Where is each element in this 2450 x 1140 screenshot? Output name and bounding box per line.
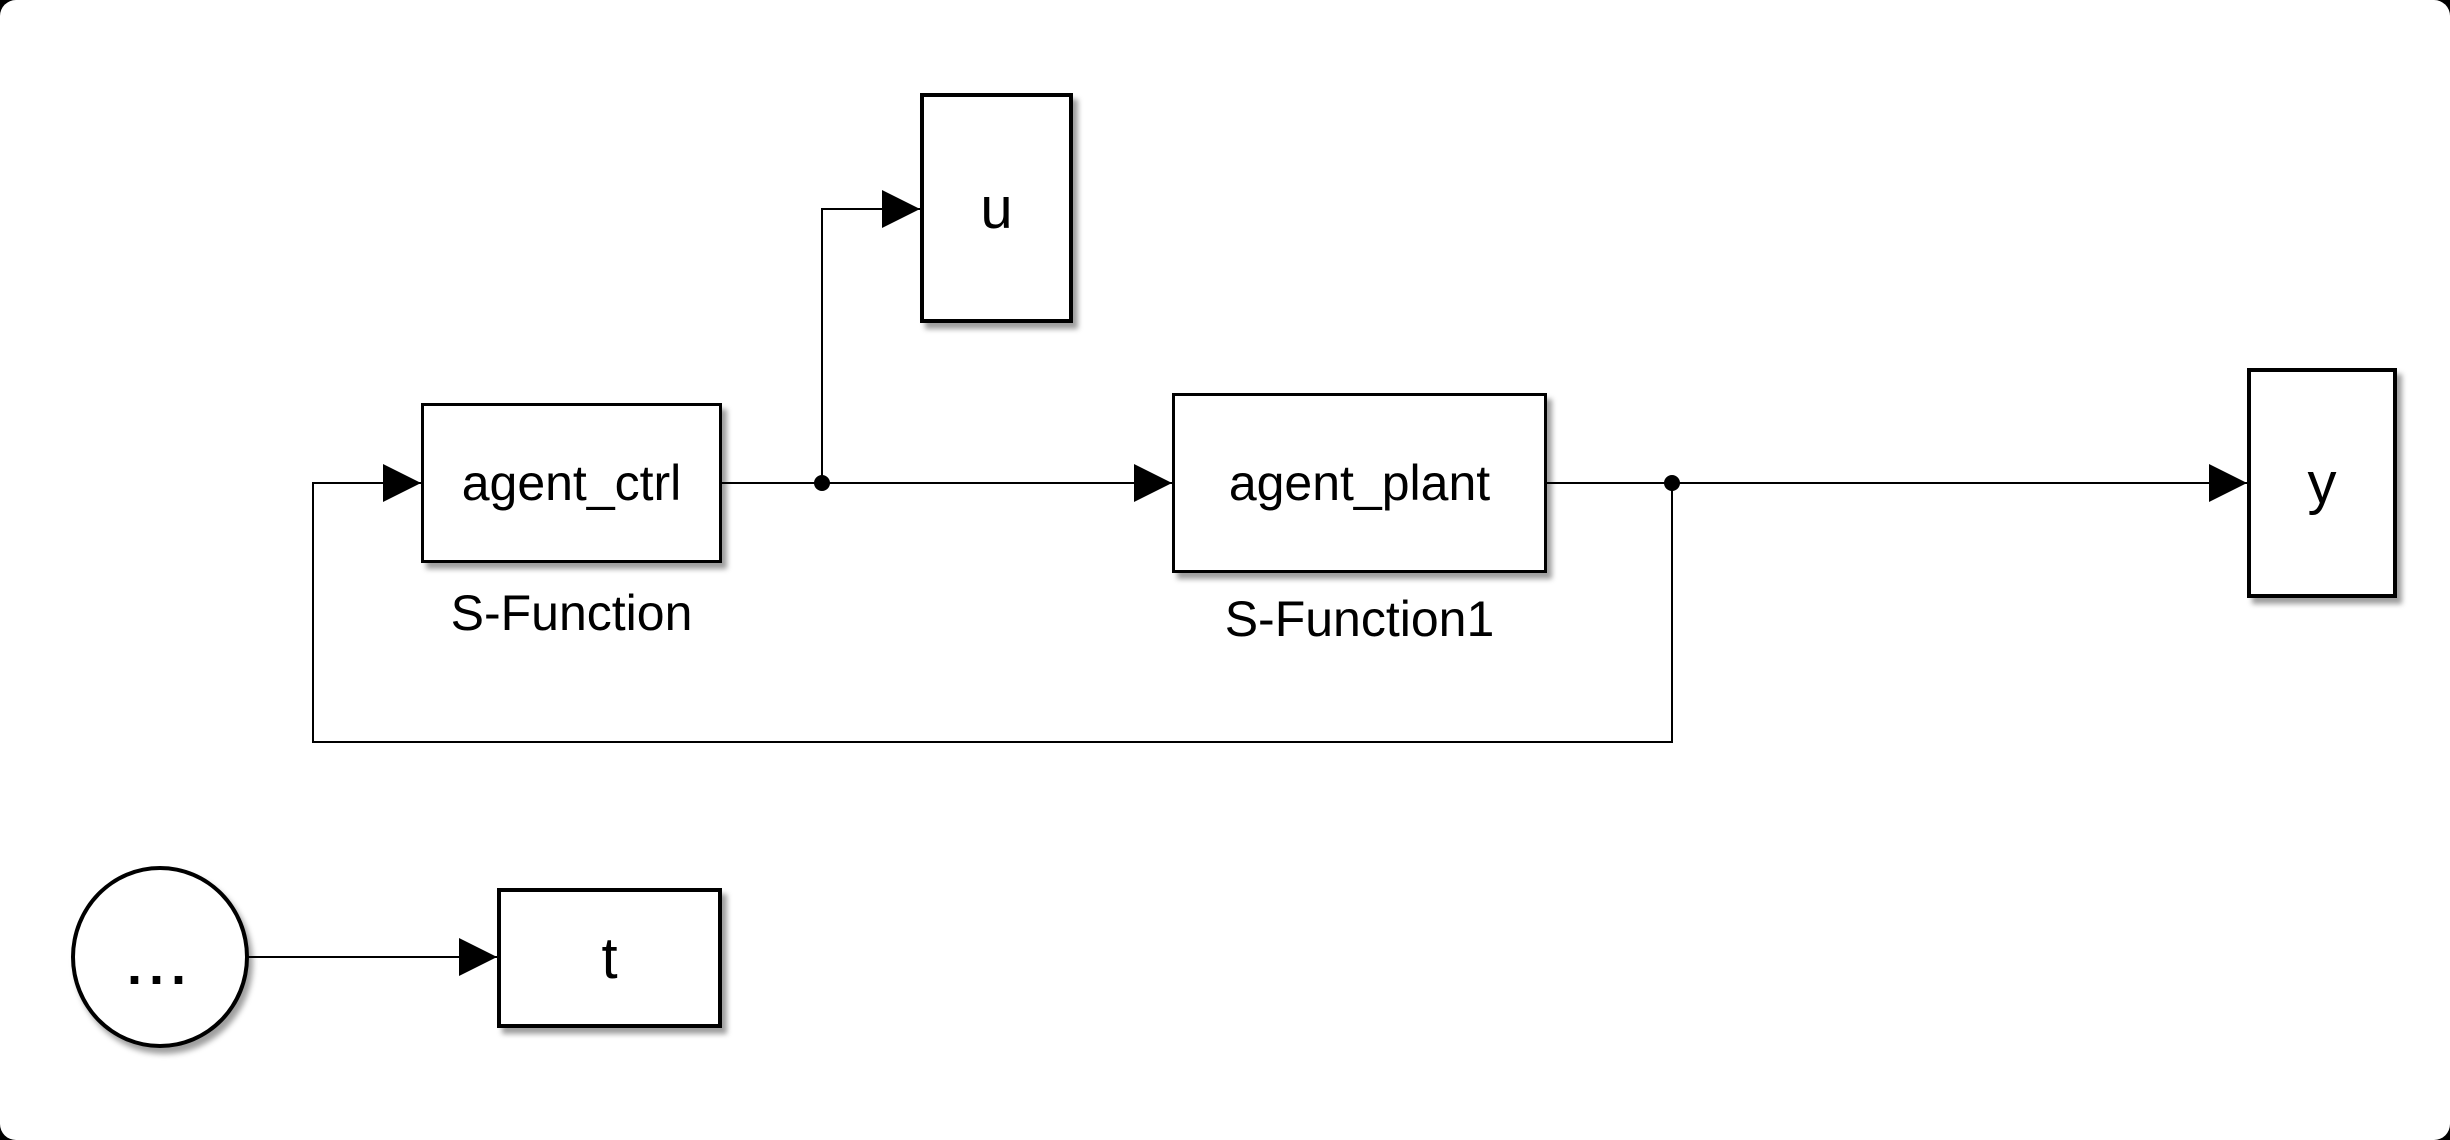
arrowhead-icon-into-plant xyxy=(1134,464,1172,502)
block-agent-plant-caption[interactable]: S-Function1 xyxy=(1224,591,1495,647)
wire-branch-to-u-horizontal[interactable] xyxy=(821,208,920,210)
arrowhead-icon-into-t xyxy=(459,938,497,976)
wire-feedback-up[interactable] xyxy=(312,483,314,743)
block-outport-t[interactable]: t xyxy=(497,888,722,1028)
block-agent-plant-name: agent_plant xyxy=(1228,455,1491,511)
block-agent-ctrl[interactable]: agent_ctrl xyxy=(421,403,722,563)
block-outport-u-name: u xyxy=(980,175,1013,241)
arrowhead-icon-into-y xyxy=(2209,464,2247,502)
wire-clock-to-t[interactable] xyxy=(246,956,497,958)
block-clock-dots: ... xyxy=(126,936,193,996)
wire-feedback-down[interactable] xyxy=(1671,483,1673,743)
branch-dot-feedback xyxy=(1664,475,1680,491)
wire-plant-to-y[interactable] xyxy=(1547,482,2247,484)
arrowhead-icon-into-u xyxy=(882,190,920,228)
wire-branch-to-u-vertical[interactable] xyxy=(821,208,823,484)
arrowhead-icon-into-ctrl xyxy=(383,464,421,502)
block-clock-circle[interactable]: ... xyxy=(71,866,249,1048)
branch-dot-u xyxy=(814,475,830,491)
block-outport-t-name: t xyxy=(601,925,618,991)
wire-feedback-into-ctrl[interactable] xyxy=(312,482,421,484)
block-agent-ctrl-caption[interactable]: S-Function xyxy=(450,585,693,641)
block-outport-y[interactable]: y xyxy=(2247,368,2397,598)
block-outport-u[interactable]: u xyxy=(920,93,1073,323)
wire-feedback-bottom[interactable] xyxy=(312,741,1673,743)
block-agent-plant[interactable]: agent_plant xyxy=(1172,393,1547,573)
block-outport-y-name: y xyxy=(2307,450,2337,516)
wire-ctrl-to-plant[interactable] xyxy=(722,482,1172,484)
block-agent-ctrl-name: agent_ctrl xyxy=(461,455,682,511)
